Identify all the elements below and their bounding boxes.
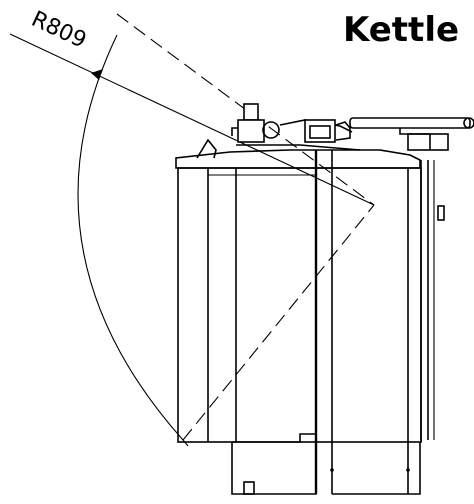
base-right-block — [332, 442, 421, 495]
radius-dimension: R809 — [9, 7, 375, 441]
base-foot — [243, 481, 255, 495]
valve-knob — [262, 121, 280, 139]
motor-detail — [309, 125, 331, 139]
tilt-arm-end — [463, 117, 474, 129]
base-step — [232, 433, 316, 443]
tilt-arm-bar — [349, 117, 471, 129]
dimension-arrowhead — [91, 69, 103, 80]
side-latch — [437, 205, 445, 221]
swing-envelope — [116, 13, 375, 447]
kettle-body — [177, 150, 445, 494]
tilt-arm-mount — [407, 133, 449, 151]
radius-leader-line — [9, 33, 375, 206]
tilt-arm-bracket — [399, 128, 431, 150]
envelope-corner — [182, 439, 189, 447]
lid-ridge — [236, 144, 361, 151]
lid-handle-left — [196, 138, 217, 159]
drawing-title: Kettle — [343, 10, 460, 50]
tilt-arm — [349, 117, 474, 151]
valve-body — [237, 119, 265, 143]
rivet-1 — [330, 468, 334, 472]
base-left-block — [231, 442, 317, 495]
motor-cap — [335, 121, 351, 141]
valve-top — [243, 103, 259, 121]
swing-arc — [77, 34, 184, 441]
valve-fitting-left — [231, 127, 238, 136]
rivet-2 — [406, 468, 410, 472]
kettle-base — [231, 433, 421, 495]
envelope-lower-dashed — [182, 204, 375, 441]
lid-outline — [175, 149, 421, 169]
kettle-lid-assembly — [175, 103, 421, 169]
